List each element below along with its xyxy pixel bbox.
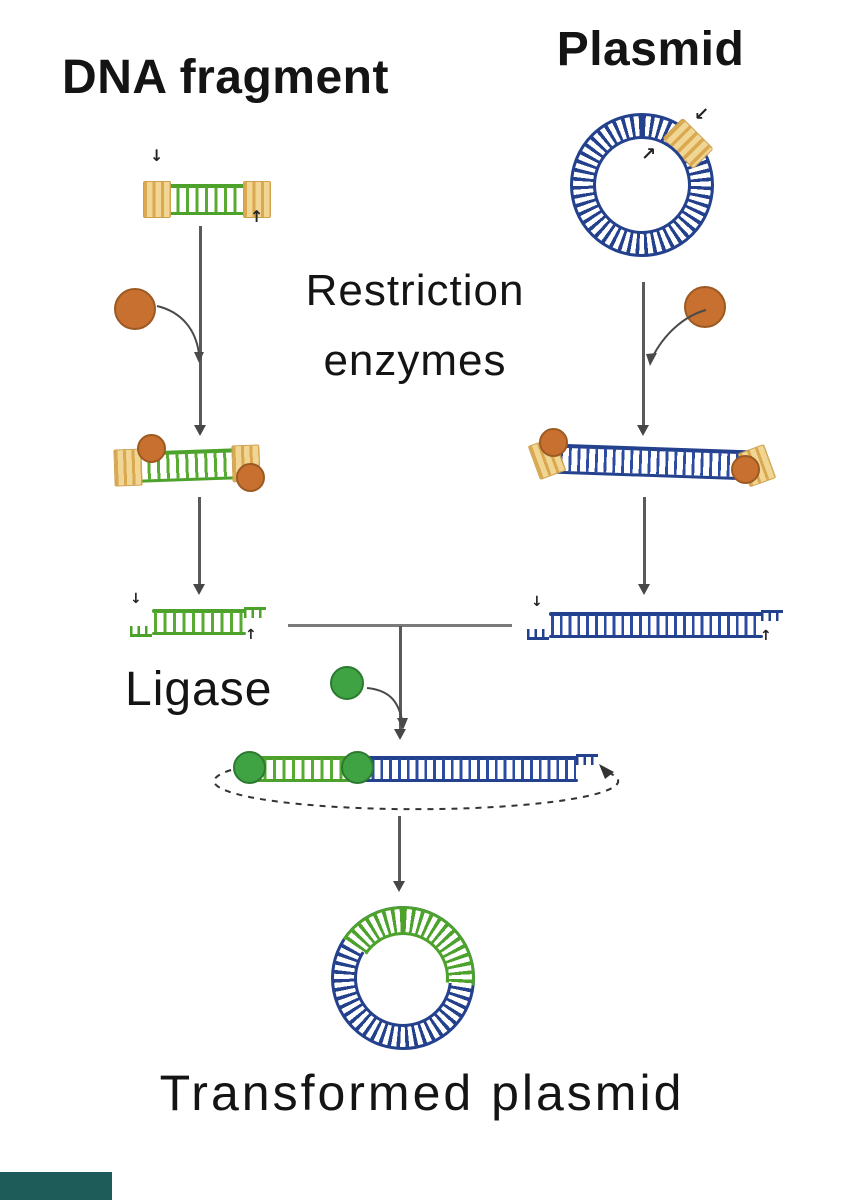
sticky-overhang-left	[527, 624, 549, 640]
dna-rungs	[254, 759, 350, 779]
dna-fragment-cut	[130, 607, 266, 637]
dna-rail	[352, 778, 578, 782]
plasmid-inner	[593, 136, 691, 234]
circularization-dashed-arrow	[213, 764, 620, 811]
restriction-enzyme-right	[684, 286, 726, 328]
dna-rail	[549, 612, 763, 616]
arrowhead-icon	[397, 718, 408, 730]
cut-site-arrow-icon: ↗	[641, 144, 657, 165]
dna-rail	[152, 631, 246, 635]
dna-rail	[146, 211, 268, 215]
arrowhead-icon	[599, 764, 614, 779]
enzyme-curve-arrow-left	[156, 305, 204, 363]
arrowhead-icon	[393, 881, 406, 892]
arrowhead-icon	[194, 352, 204, 363]
cut-site-arrow-icon: ↓	[531, 594, 543, 610]
plasmid-cut	[527, 610, 783, 640]
restriction-enzyme-on-fragment	[236, 463, 265, 492]
arrowhead-icon	[194, 425, 207, 436]
sticky-overhang-right	[244, 607, 266, 623]
sticky-end-left	[143, 181, 171, 218]
cut-site-arrow-icon: ↑	[760, 628, 772, 644]
dna-rungs	[154, 612, 244, 632]
connector-line	[288, 624, 512, 627]
sticky-end-right	[243, 181, 271, 218]
ligase-at-junction	[233, 751, 266, 784]
sticky-overhang-right	[761, 610, 783, 626]
arrow-dna-cut-result	[193, 497, 206, 595]
dna-rail	[252, 778, 352, 782]
dna-rail	[152, 609, 246, 613]
sticky-overhang-right	[576, 754, 598, 770]
ligated-plasmid-blue	[352, 754, 598, 782]
watermark-block	[0, 1172, 112, 1200]
restriction-enzyme-on-plasmid	[539, 428, 568, 457]
cut-site-arrow-icon: ↓	[150, 146, 164, 165]
transformed-plasmid-label: Transformed plasmid	[159, 1065, 685, 1121]
restriction-enzyme-on-fragment	[137, 434, 166, 463]
ligase-enzyme	[330, 666, 364, 700]
arrowhead-icon	[193, 584, 206, 595]
sticky-overhang-left	[130, 621, 152, 637]
ligated-fragment-green	[252, 756, 352, 782]
plasmid-title: Plasmid	[556, 23, 745, 76]
restriction-enzymes-line1: Restriction	[305, 266, 525, 315]
plasmid-linearized	[527, 436, 777, 488]
ligase-curve-arrow	[366, 687, 408, 730]
arrowhead-icon	[638, 584, 651, 595]
arrowhead-icon	[394, 729, 407, 740]
plasmid-inner	[357, 932, 449, 1024]
dna-rail	[146, 184, 268, 188]
arrow-plasmid-to-cut	[637, 282, 650, 436]
arrow-plasmid-cut-result	[638, 497, 651, 595]
dna-rungs	[354, 759, 576, 779]
arrow-ligation	[394, 626, 407, 740]
cut-site-arrow-icon: ↑	[250, 207, 264, 226]
dna-fragment-initial	[143, 181, 271, 218]
dna-rungs	[551, 615, 761, 635]
plasmid-initial	[570, 113, 714, 257]
ligase-label: Ligase	[125, 663, 273, 716]
enzyme-curve-arrow-right	[646, 309, 707, 366]
dna-rail	[549, 634, 763, 638]
ligase-at-junction	[341, 751, 374, 784]
arrowhead-icon	[637, 425, 650, 436]
cut-site-arrow-icon: ↓	[130, 591, 142, 607]
restriction-enzymes-line2: enzymes	[323, 336, 507, 385]
arrow-to-transformed	[393, 816, 406, 892]
cut-site-arrow-icon: ↑	[245, 627, 257, 643]
cut-site-arrow-icon: ↙	[694, 104, 710, 125]
arrow-dna-to-cut	[194, 226, 207, 436]
restriction-enzyme-on-plasmid	[731, 455, 760, 484]
dna-rail	[252, 756, 352, 760]
inserted-fragment-arc	[331, 906, 475, 1050]
transformed-plasmid	[331, 906, 475, 1050]
restriction-enzyme-left	[114, 288, 156, 330]
arrowhead-icon	[646, 353, 657, 366]
dna-fragment-title: DNA fragment	[62, 51, 389, 104]
restriction-enzymes-label: Restriction enzymes	[250, 256, 580, 396]
dna-rail	[352, 756, 578, 760]
